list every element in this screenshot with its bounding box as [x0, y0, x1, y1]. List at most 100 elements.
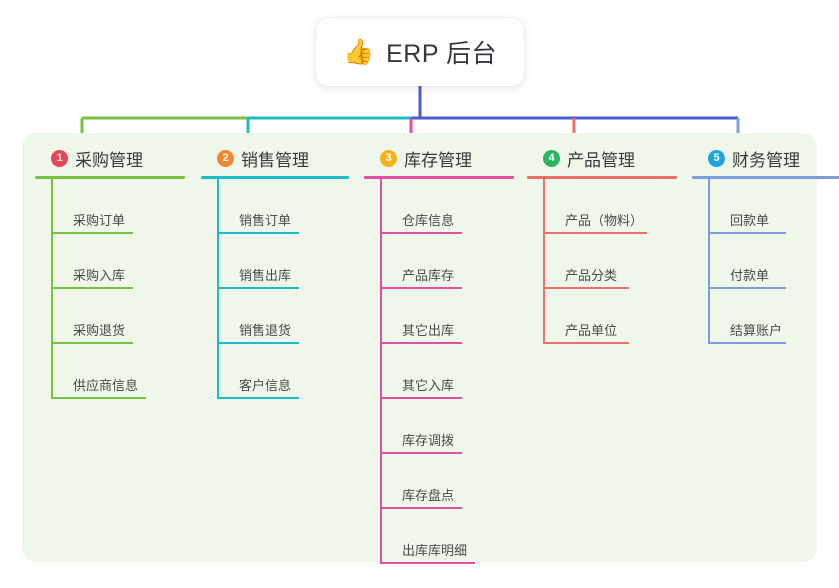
column-spine-2	[217, 179, 219, 399]
list-item-rule	[380, 452, 462, 454]
column-rule-5	[692, 176, 839, 179]
list-item-rule	[217, 397, 299, 399]
column-rule-2	[201, 176, 349, 179]
column-items-3: 仓库信息产品库存其它出库其它入库库存调拨库存盘点出库库明细	[380, 179, 514, 564]
list-item-label: 销售订单	[239, 213, 292, 228]
list-item[interactable]: 销售订单	[217, 179, 349, 234]
list-item-label: 库存盘点	[402, 488, 455, 503]
list-item-rule	[708, 232, 786, 234]
list-item-rule	[217, 232, 299, 234]
column-title-2: 销售管理	[241, 150, 309, 170]
list-item-label: 产品分类	[565, 268, 618, 283]
column-badge-3: 3	[380, 149, 397, 167]
column-3: 3 库存管理仓库信息产品库存其它出库其它入库库存调拨库存盘点出库库明细	[364, 145, 514, 564]
list-item-rule	[543, 342, 629, 344]
column-rule-3	[364, 176, 514, 179]
column-header-3[interactable]: 3 库存管理	[364, 145, 514, 171]
list-item-rule	[51, 232, 133, 234]
list-item[interactable]: 产品单位	[543, 289, 677, 344]
column-1: 1 采购管理采购订单采购入库采购退货供应商信息	[35, 145, 185, 399]
list-item-rule	[543, 232, 647, 234]
column-badge-1: 1	[51, 149, 68, 167]
list-item[interactable]: 其它出库	[380, 289, 514, 344]
list-item-label: 销售出库	[239, 268, 292, 283]
list-item[interactable]: 仓库信息	[380, 179, 514, 234]
column-items-1: 采购订单采购入库采购退货供应商信息	[51, 179, 185, 399]
column-5: 5 财务管理回款单付款单结算账户	[692, 145, 839, 344]
column-spine-4	[543, 179, 545, 344]
root-title: ERP 后台	[386, 40, 498, 68]
list-item[interactable]: 销售退货	[217, 289, 349, 344]
list-item[interactable]: 客户信息	[217, 344, 349, 399]
content-panel	[22, 133, 817, 562]
column-title-1: 采购管理	[75, 150, 143, 170]
list-item-label: 采购订单	[73, 213, 126, 228]
list-item-rule	[708, 342, 786, 344]
list-item-label: 结算账户	[730, 323, 783, 338]
column-badge-5: 5	[708, 149, 725, 167]
list-item[interactable]: 采购退货	[51, 289, 185, 344]
list-item-label: 销售退货	[239, 323, 292, 338]
column-title-4: 产品管理	[567, 150, 635, 170]
list-item-rule	[380, 397, 462, 399]
column-rule-1	[35, 176, 185, 179]
column-header-5[interactable]: 5 财务管理	[692, 145, 839, 171]
list-item[interactable]: 结算账户	[708, 289, 839, 344]
list-item[interactable]: 付款单	[708, 234, 839, 289]
column-header-1[interactable]: 1 采购管理	[35, 145, 185, 171]
list-item-rule	[51, 397, 146, 399]
list-item-rule	[380, 232, 462, 234]
list-item-label: 其它入库	[402, 378, 455, 393]
list-item-label: 回款单	[730, 213, 770, 228]
list-item[interactable]: 其它入库	[380, 344, 514, 399]
column-items-5: 回款单付款单结算账户	[708, 179, 839, 344]
list-item-rule	[543, 287, 629, 289]
list-item-label: 产品单位	[565, 323, 618, 338]
column-spine-1	[51, 179, 53, 399]
column-header-2[interactable]: 2 销售管理	[201, 145, 349, 171]
list-item-label: 客户信息	[239, 378, 292, 393]
column-spine-5	[708, 179, 710, 344]
column-items-2: 销售订单销售出库销售退货客户信息	[217, 179, 349, 399]
list-item[interactable]: 产品分类	[543, 234, 677, 289]
list-item-label: 供应商信息	[73, 378, 139, 393]
list-item-rule	[708, 287, 786, 289]
column-items-4: 产品（物料） 产品分类产品单位	[543, 179, 677, 344]
list-item-rule	[217, 287, 299, 289]
list-item-label: 采购退货	[73, 323, 126, 338]
list-item[interactable]: 库存盘点	[380, 454, 514, 509]
column-rule-4	[527, 176, 677, 179]
list-item[interactable]: 出库库明细	[380, 509, 514, 564]
list-item-rule	[380, 287, 462, 289]
list-item[interactable]: 产品库存	[380, 234, 514, 289]
list-item-label: 付款单	[730, 268, 770, 283]
list-item[interactable]: 采购入库	[51, 234, 185, 289]
list-item[interactable]: 采购订单	[51, 179, 185, 234]
list-item-rule	[217, 342, 299, 344]
list-item-label: 采购入库	[73, 268, 126, 283]
list-item-rule	[51, 342, 133, 344]
list-item-rule	[380, 562, 475, 564]
list-item-label: 出库库明细	[402, 543, 468, 558]
column-title-3: 库存管理	[404, 150, 472, 170]
list-item-rule	[380, 507, 462, 509]
list-item[interactable]: 库存调拨	[380, 399, 514, 454]
root-node[interactable]: 👍 ERP 后台	[316, 18, 524, 86]
thumbs-up-icon: 👍	[342, 37, 375, 66]
list-item-rule	[51, 287, 133, 289]
list-item[interactable]: 产品（物料）	[543, 179, 677, 234]
list-item[interactable]: 销售出库	[217, 234, 349, 289]
column-title-5: 财务管理	[732, 150, 800, 170]
list-item[interactable]: 回款单	[708, 179, 839, 234]
list-item-label: 其它出库	[402, 323, 455, 338]
column-spine-3	[380, 179, 382, 564]
column-badge-2: 2	[217, 149, 234, 167]
list-item-rule	[380, 342, 462, 344]
list-item-label: 产品（物料）	[565, 213, 644, 228]
list-item-label: 产品库存	[402, 268, 455, 283]
list-item[interactable]: 供应商信息	[51, 344, 185, 399]
column-2: 2 销售管理销售订单销售出库销售退货客户信息	[201, 145, 349, 399]
